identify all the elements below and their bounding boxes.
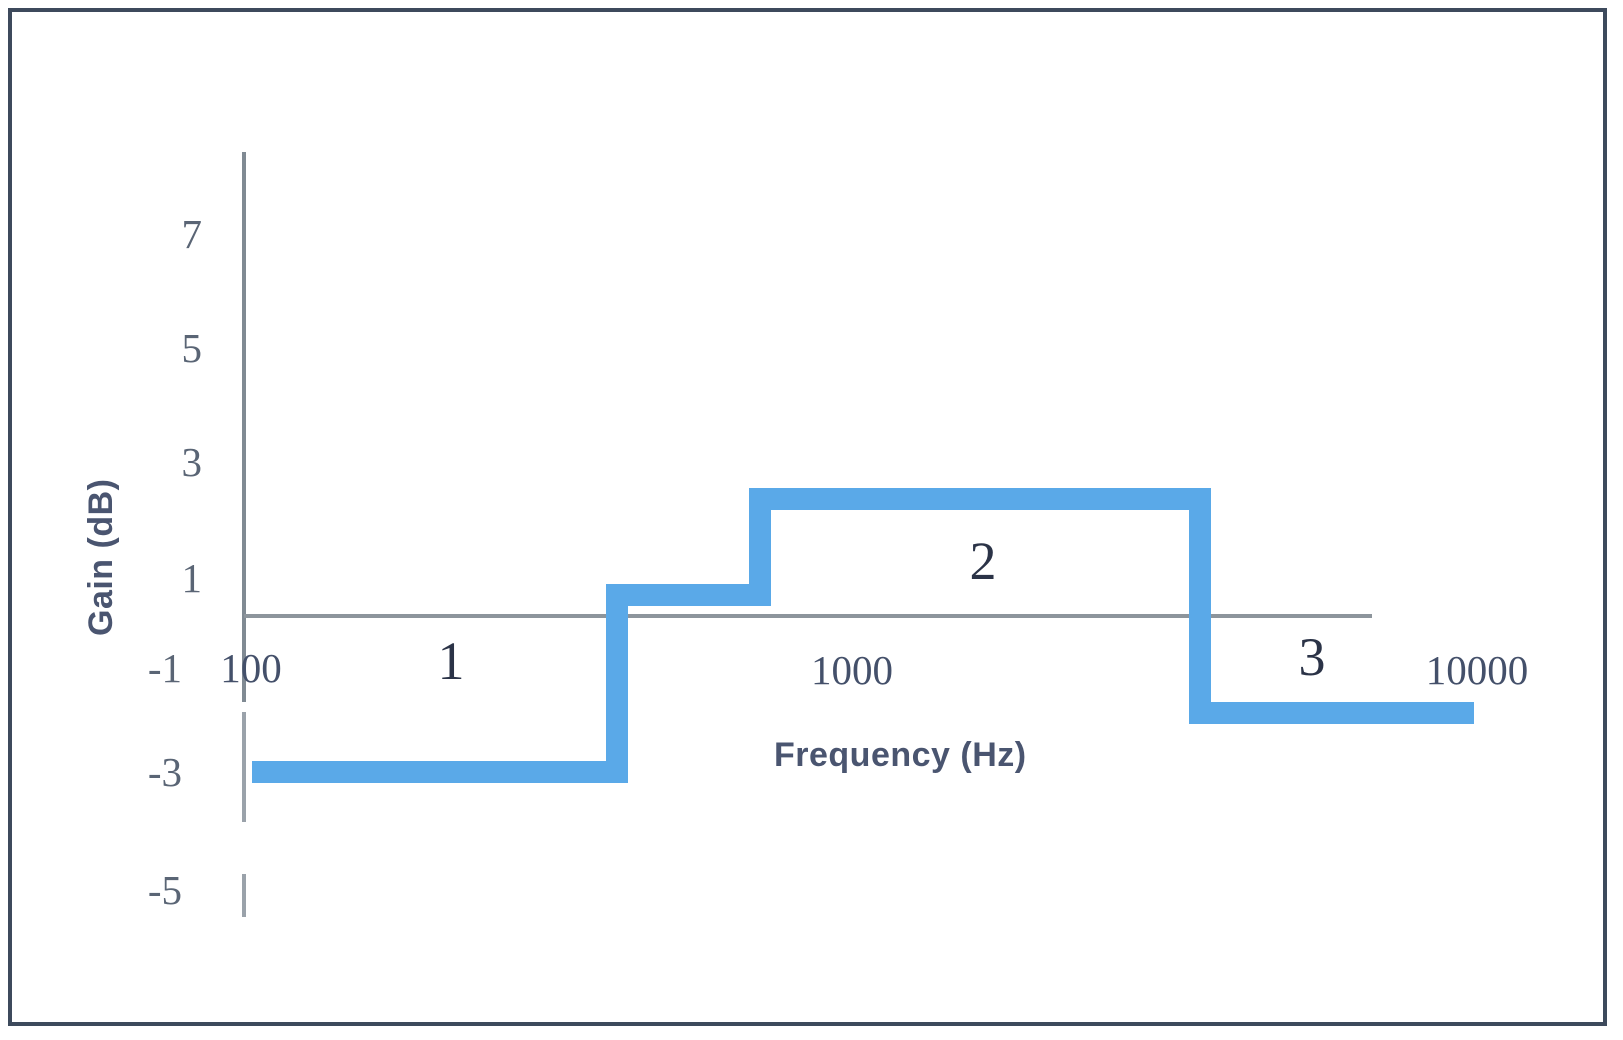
- y-tick-label-7: 7: [181, 211, 203, 257]
- y-tick-label-neg3: -3: [147, 749, 182, 795]
- y-tick-label-neg5: -5: [147, 867, 182, 913]
- gain-response-trace: [252, 488, 1474, 783]
- x-tick-label-10000: 10000: [1425, 647, 1529, 693]
- x-tick-label-1000: 1000: [811, 647, 893, 693]
- annotation-region-3: 3: [1298, 627, 1326, 687]
- plot-canvas: [242, 152, 1474, 917]
- annotation-region-2: 2: [969, 531, 997, 591]
- annotation-region-1: 1: [437, 631, 465, 691]
- y-axis-title: Gain (dB): [82, 478, 120, 636]
- y-tick-label-5: 5: [181, 325, 203, 371]
- x-tick-label-100: 100: [220, 645, 282, 691]
- figure-frame: 7 5 3 1 -1 -3 -5 100 1000 10000 1 2 3 Fr…: [8, 8, 1607, 1026]
- y-tick-label-neg1: -1: [147, 645, 182, 691]
- y-tick-label-1: 1: [181, 555, 203, 601]
- y-tick-label-3: 3: [181, 439, 203, 485]
- x-axis-title: Frequency (Hz): [774, 736, 1027, 774]
